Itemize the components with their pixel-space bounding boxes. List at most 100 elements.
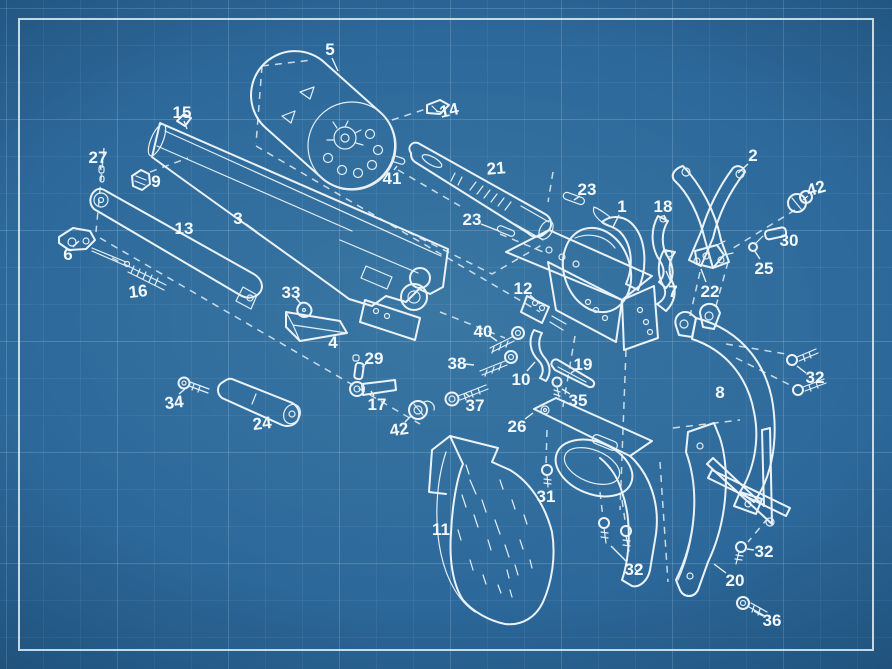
part-label-34: 34 [164, 392, 186, 413]
part-23-pin-b [496, 225, 516, 237]
label-leader-line [464, 363, 475, 366]
part-label-2: 2 [748, 146, 757, 165]
label-leader-line [713, 563, 727, 574]
part-11-grip [428, 435, 555, 626]
label-leader-line [72, 240, 80, 248]
part-label-37: 37 [466, 396, 485, 415]
part-38-screw [479, 350, 518, 377]
label-leader-line [573, 195, 581, 201]
part-label-14: 14 [438, 99, 461, 122]
part-label-13: 13 [175, 219, 194, 238]
label-leader-line [665, 270, 672, 283]
label-leader-line [612, 214, 620, 228]
part-13-loading-lever [89, 187, 263, 310]
construction-lines [95, 59, 796, 583]
part-35-screw [551, 376, 563, 398]
part-label-8: 8 [715, 383, 724, 402]
label-leader-line [737, 163, 749, 174]
label-leader-line [746, 548, 755, 551]
part-19-spring [550, 358, 596, 389]
part-42-nut-b [408, 400, 435, 420]
part-10-hand [529, 329, 551, 382]
label-leader-line [404, 415, 412, 423]
label-leader-line [295, 297, 302, 305]
part-label-21: 21 [486, 158, 507, 179]
label-leader-line [183, 120, 188, 130]
part-7-trigger [656, 249, 676, 312]
part-31-screw [541, 464, 553, 488]
label-leader-line [753, 249, 761, 260]
part-label-7: 7 [668, 282, 677, 301]
part-32-screws-guard [598, 517, 632, 552]
label-leader-line [700, 268, 707, 283]
part-34-screw [177, 376, 210, 394]
label-leader-line [245, 223, 258, 233]
label-leader-line [464, 392, 471, 398]
label-leader-line [178, 388, 186, 395]
part-label-31: 31 [537, 487, 556, 506]
part-label-32: 32 [755, 542, 774, 561]
part-label-26: 26 [508, 417, 527, 436]
part-label-9: 9 [151, 172, 160, 191]
part-36-screw [736, 596, 768, 617]
part-label-18: 18 [654, 197, 673, 216]
part-23-pin-a [562, 191, 585, 206]
part-label-23: 23 [463, 210, 482, 229]
part-29-pin [352, 354, 365, 381]
part-32-screw-mainspring [734, 541, 747, 565]
part-label-23: 23 [578, 180, 597, 199]
label-leader-line [529, 294, 541, 305]
part-40-screw [489, 326, 525, 354]
part-24-plunger [217, 377, 301, 427]
part-label-30: 30 [780, 231, 799, 250]
label-leader-line [361, 362, 368, 368]
part-label-10: 10 [512, 370, 531, 389]
part-label-1: 1 [617, 197, 626, 216]
part-27-pin [98, 165, 105, 183]
part-25-screw [748, 235, 764, 252]
part-label-33: 33 [282, 283, 301, 302]
part-37-screw [444, 384, 489, 407]
part-3-barrel [147, 113, 449, 341]
label-leader-line [480, 223, 500, 232]
part-42-nut-a [787, 190, 813, 213]
part-label-12: 12 [514, 279, 533, 298]
label-leader-line [561, 388, 571, 395]
label-leader-line [526, 361, 536, 372]
part-6-latch [58, 227, 131, 268]
part-label-6: 6 [63, 245, 72, 264]
part-label-24: 24 [252, 413, 274, 434]
part-12-trigger-bolt [520, 295, 567, 331]
part-label-4: 4 [328, 333, 338, 352]
part-30-pin [764, 226, 788, 241]
label-leader-line [435, 110, 442, 113]
part-1-frame-hammer [505, 206, 659, 351]
label-leader-line [802, 195, 809, 201]
part-label-19: 19 [574, 355, 593, 374]
part-label-32: 32 [806, 368, 825, 387]
part-26-trigger-guard [533, 397, 658, 588]
part-label-36: 36 [763, 611, 782, 630]
label-leader-line [753, 610, 764, 617]
label-leader-line [393, 165, 398, 171]
part-22-bolt [694, 240, 734, 269]
part-label-3: 3 [233, 209, 242, 228]
part-32-screws-backstrap [786, 348, 827, 396]
part-33-screw [296, 301, 313, 318]
part-21-base-pin [408, 141, 554, 241]
part-label-38: 38 [448, 354, 467, 373]
part-2-backstrap-yoke [671, 165, 746, 269]
label-leader-line [524, 412, 534, 420]
label-leader-line [331, 57, 339, 72]
part-4-wedge-bar [285, 311, 348, 342]
part-5-cylinder [250, 50, 397, 191]
label-leader-line [489, 335, 498, 342]
part-mainspring [706, 427, 791, 527]
part-label-35: 35 [569, 391, 588, 410]
part-label-15: 15 [173, 103, 192, 122]
part-41-pin [391, 155, 406, 165]
label-leader-line [663, 214, 667, 223]
label-leader-line [99, 164, 102, 171]
